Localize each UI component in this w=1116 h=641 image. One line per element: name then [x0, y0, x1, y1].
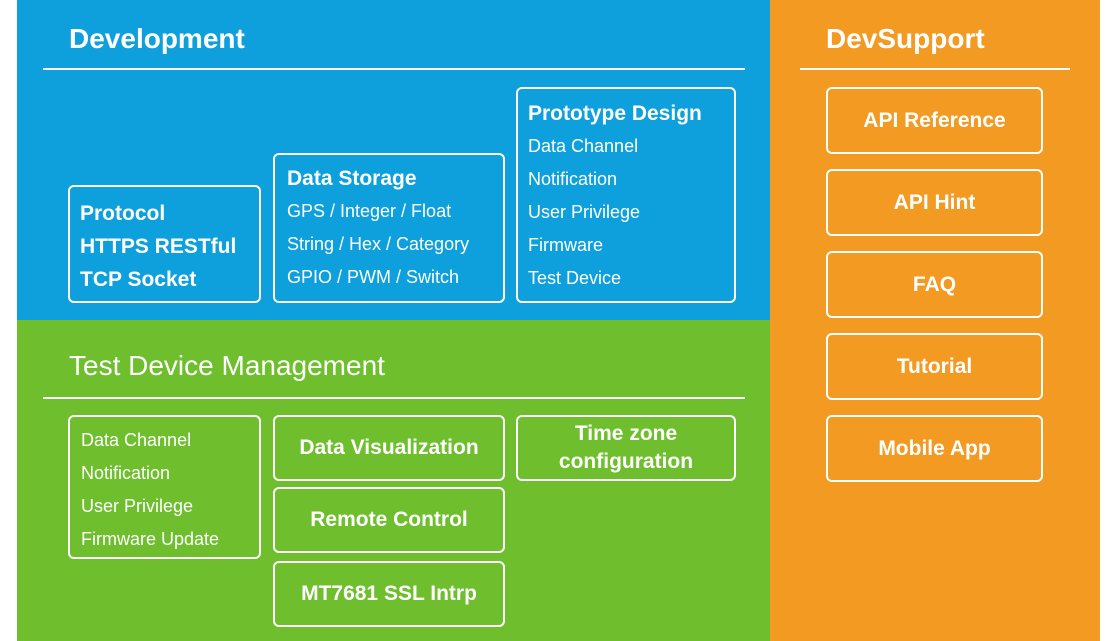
development-panel: Development Protocol HTTPS RESTful TCP S… — [17, 0, 770, 320]
tutorial-button[interactable]: Tutorial — [826, 333, 1043, 400]
test-device-management-panel: Test Device Management Data Channel Noti… — [17, 320, 770, 641]
data-storage-box: Data Storage GPS / Integer / Float Strin… — [273, 153, 505, 303]
prototype-design-box: Prototype Design Data Channel Notificati… — [516, 87, 736, 303]
devsupport-panel: DevSupport API Reference API Hint FAQ Tu… — [770, 0, 1100, 641]
prototype-design-title: Prototype Design — [528, 102, 702, 125]
protocol-tcp: TCP Socket — [80, 268, 197, 291]
faq-button[interactable]: FAQ — [826, 251, 1043, 318]
prototype-design-item: Firmware — [528, 235, 603, 255]
timezone-config-label: Time zone — [574, 422, 678, 445]
prototype-design-item: Test Device — [528, 268, 622, 288]
prototype-design-item: Notification — [528, 169, 618, 189]
data-visualization-box: Data Visualization — [273, 415, 505, 481]
ssl-interrupt-box: MT7681 SSL Intrp — [273, 561, 505, 627]
api-hint-label: API Hint — [893, 190, 976, 214]
protocol-https: HTTPS RESTful — [80, 235, 237, 258]
api-hint-button[interactable]: API Hint — [826, 169, 1043, 236]
api-reference-button[interactable]: API Reference — [826, 87, 1043, 154]
test-feature-item: User Privilege — [81, 496, 194, 516]
timezone-config-box: Time zone configuration — [516, 415, 736, 481]
data-storage-title: Data Storage — [287, 167, 417, 190]
mobile-app-button[interactable]: Mobile App — [826, 415, 1043, 482]
timezone-config-label: configuration — [558, 450, 694, 473]
mobile-app-label: Mobile App — [878, 436, 991, 460]
ssl-interrupt-label: MT7681 SSL Intrp — [301, 582, 477, 605]
faq-label: FAQ — [912, 272, 957, 296]
test-device-management-title: Test Device Management — [69, 350, 385, 381]
prototype-design-item: User Privilege — [528, 202, 641, 222]
test-feature-item: Notification — [81, 463, 171, 483]
development-divider — [43, 68, 745, 70]
protocol-title: Protocol — [80, 202, 166, 225]
prototype-design-item: Data Channel — [528, 136, 639, 156]
data-storage-item: GPS / Integer / Float — [287, 201, 452, 221]
remote-control-box: Remote Control — [273, 487, 505, 553]
tutorial-label: Tutorial — [896, 354, 973, 378]
test-feature-item: Data Channel — [81, 430, 192, 450]
remote-control-label: Remote Control — [310, 508, 468, 531]
test-features-box: Data Channel Notification User Privilege… — [68, 415, 261, 559]
api-reference-label: API Reference — [863, 108, 1006, 132]
test-feature-item: Firmware Update — [81, 529, 220, 549]
data-visualization-label: Data Visualization — [299, 436, 479, 459]
data-storage-item: GPIO / PWM / Switch — [287, 267, 460, 287]
protocol-box: Protocol HTTPS RESTful TCP Socket — [68, 185, 261, 303]
devsupport-divider — [800, 68, 1070, 70]
development-title: Development — [69, 23, 245, 54]
devsupport-title: DevSupport — [826, 23, 985, 54]
test-device-management-divider — [43, 397, 745, 399]
data-storage-item: String / Hex / Category — [287, 234, 470, 254]
